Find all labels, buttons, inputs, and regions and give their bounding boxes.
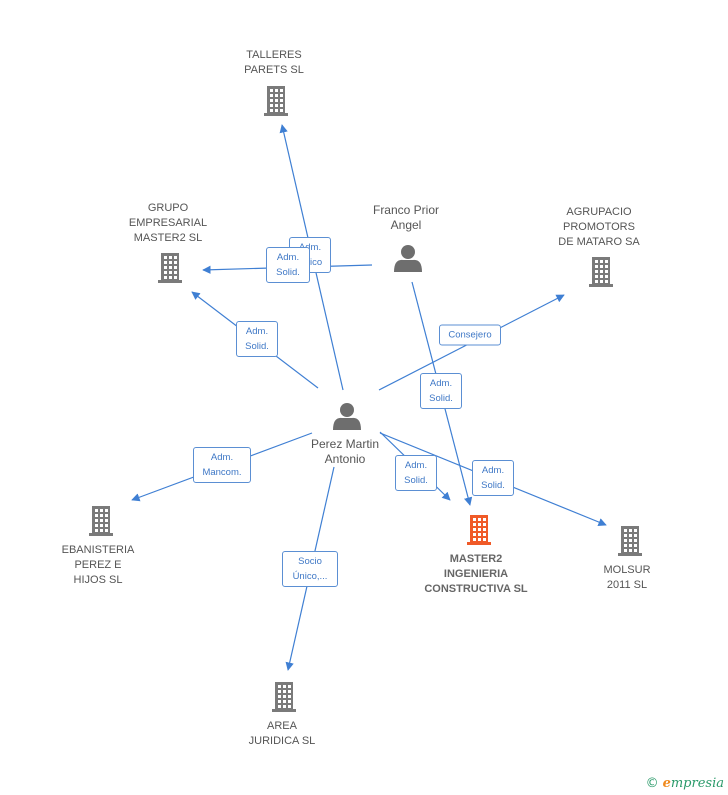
area-building-icon[interactable] (272, 682, 296, 712)
grupo-building-icon[interactable] (158, 253, 182, 283)
node-label-talleres[interactable]: TALLERES PARETS SL (244, 49, 304, 76)
edge-label-franco-to-master2[interactable]: Adm. Solid. (420, 373, 462, 409)
node-label-perez[interactable]: Perez Martin Antonio (310, 437, 380, 466)
edge-label-franco-to-grupo[interactable]: Adm. Solid. (266, 247, 310, 283)
edge-label-perez-to-area[interactable]: Socio Único,... (282, 551, 338, 587)
edge-label-perez-to-agrupacio[interactable]: Consejero (439, 324, 501, 346)
talleres-building-icon[interactable] (264, 86, 288, 116)
franco-person-icon[interactable] (394, 245, 422, 272)
agrupacio-building-icon[interactable] (589, 257, 613, 287)
ebanisteria-building-icon[interactable] (89, 506, 113, 536)
node-label-grupo[interactable]: GRUPO EMPRESARIAL MASTER2 SL (128, 202, 208, 244)
edge-label-perez-to-master2[interactable]: Adm. Solid. (395, 455, 437, 491)
node-label-master2[interactable]: MASTER2 INGENIERIA CONSTRUCTIVA SL (424, 553, 528, 595)
node-label-franco[interactable]: Franco Prior Angel (372, 203, 440, 232)
perez-person-icon[interactable] (333, 403, 361, 430)
node-label-area[interactable]: AREA JURIDICA SL (248, 720, 316, 747)
edge-label-perez-to-ebanisteria[interactable]: Adm. Mancom. (193, 447, 251, 483)
nodes-layer (89, 86, 642, 712)
edge-label-perez-to-molsur[interactable]: Adm. Solid. (472, 460, 514, 496)
master2-building-icon[interactable] (467, 515, 491, 545)
edge-label-perez-to-grupo[interactable]: Adm. Solid. (236, 321, 278, 357)
empresia-logo[interactable]: ©empresia (645, 776, 724, 791)
node-label-agrupacio[interactable]: AGRUPACIO PROMOTORS DE MATARO SA (558, 206, 640, 248)
node-label-ebanisteria[interactable]: EBANISTERIA PEREZ E HIJOS SL (61, 544, 135, 586)
node-label-molsur[interactable]: MOLSUR 2011 SL (603, 564, 651, 591)
copyright-icon: © (645, 776, 659, 791)
molsur-building-icon[interactable] (618, 526, 642, 556)
